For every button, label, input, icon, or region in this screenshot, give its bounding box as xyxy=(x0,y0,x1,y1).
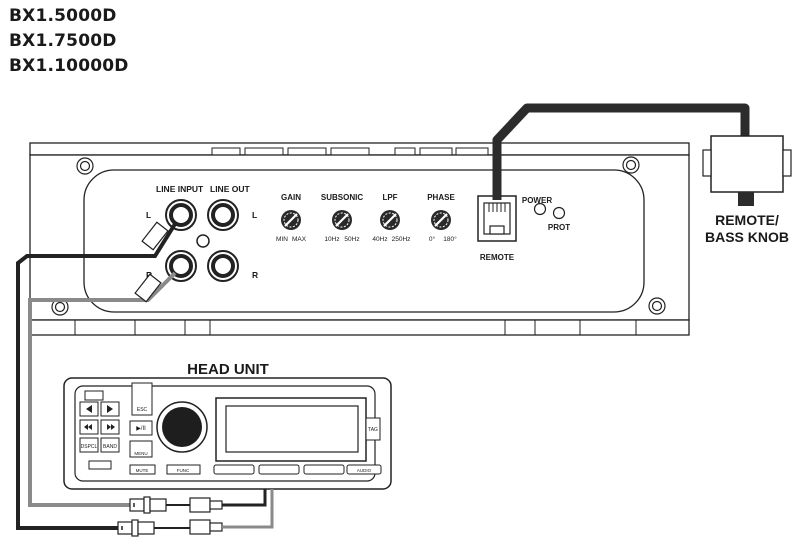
model-name: BX1.5000D xyxy=(9,6,117,26)
lpf-max-label: 250Hz xyxy=(392,236,411,243)
power-led xyxy=(533,202,547,216)
phase-control: PHASE 0° 180° xyxy=(427,193,457,243)
remote-knob-label-line2: BASS KNOB xyxy=(705,229,789,245)
remote-port: REMOTE xyxy=(477,195,517,262)
rca-jack-input-left xyxy=(165,199,197,231)
line-out-label: LINE OUT xyxy=(210,184,250,194)
gain-max-label: MAX xyxy=(292,236,307,243)
phase-min-label: 0° xyxy=(429,235,436,243)
phase-label: PHASE xyxy=(427,193,455,202)
subsonic-min-label: 10Hz xyxy=(324,236,339,243)
prot-led xyxy=(552,206,566,220)
lpf-control: LPF 40Hz 250Hz xyxy=(372,193,410,243)
ground-post xyxy=(196,234,210,248)
line-input-label: LINE INPUT xyxy=(156,184,204,194)
volume-knob[interactable] xyxy=(162,407,202,447)
func-button[interactable]: FUNC xyxy=(177,468,190,473)
menu-button[interactable]: MENU xyxy=(134,451,147,456)
head-unit-rca-outputs xyxy=(117,489,274,537)
model-name: BX1.10000D xyxy=(9,56,129,76)
subsonic-label: SUBSONIC xyxy=(321,193,363,202)
mute-button[interactable]: MUTE xyxy=(136,468,149,473)
display-screen xyxy=(225,405,359,453)
rca-jack-output-right xyxy=(207,250,239,282)
phase-max-label: 180° xyxy=(443,235,457,243)
audio-button[interactable]: AUDIO xyxy=(357,468,372,473)
model-list: BX1.5000D BX1.7500D BX1.10000D xyxy=(9,4,129,79)
esc-button[interactable]: ESC xyxy=(137,407,148,413)
remote-knob-label-line1: REMOTE/ xyxy=(715,212,779,228)
rca-cable-left xyxy=(16,222,177,530)
left-input-label: L xyxy=(146,210,151,220)
head-unit: DSPCL BAND ESC ▶/II MENU MUTE FUNC AUDIO… xyxy=(63,377,392,490)
remote-cable xyxy=(492,103,750,200)
lpf-min-label: 40Hz xyxy=(372,236,387,243)
rca-cable-right xyxy=(28,271,177,507)
remote-label: REMOTE xyxy=(480,253,515,262)
dspcl-button[interactable]: DSPCL xyxy=(81,444,98,450)
model-name: BX1.7500D xyxy=(9,31,117,51)
band-button[interactable]: BAND xyxy=(103,444,117,450)
gain-label: GAIN xyxy=(281,193,301,202)
lpf-label: LPF xyxy=(382,193,397,202)
play-pause-button[interactable]: ▶/II xyxy=(136,426,146,432)
remote-bass-knob: REMOTE/ BASS KNOB xyxy=(702,135,792,245)
gain-control: GAIN MIN MAX xyxy=(276,193,307,243)
rca-jacks xyxy=(165,199,239,282)
rca-jack-input-right xyxy=(165,250,197,282)
amplifier: LINE INPUT LINE OUT L L R R xyxy=(29,142,690,336)
rca-jack-output-left xyxy=(207,199,239,231)
tag-button[interactable]: TAG xyxy=(368,427,378,433)
subsonic-control: SUBSONIC 10Hz 50Hz xyxy=(321,193,363,243)
gain-min-label: MIN xyxy=(276,236,288,243)
left-output-label: L xyxy=(252,210,257,220)
prot-label: PROT xyxy=(548,223,570,232)
subsonic-max-label: 50Hz xyxy=(344,236,359,243)
head-unit-title: HEAD UNIT xyxy=(187,361,269,378)
right-output-label: R xyxy=(252,270,258,280)
power-label: POWER xyxy=(522,196,552,205)
